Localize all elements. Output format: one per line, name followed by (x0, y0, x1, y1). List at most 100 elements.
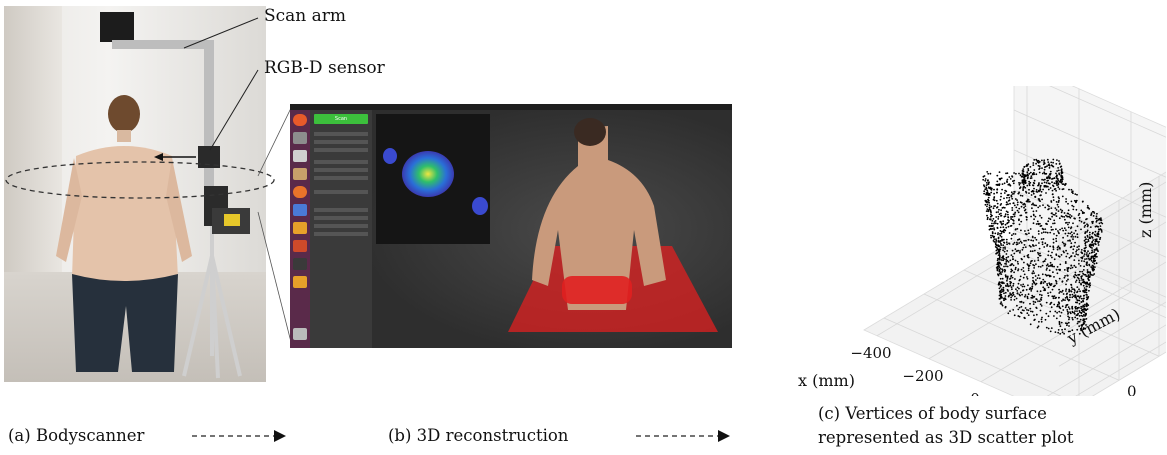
data-point (997, 211, 1000, 213)
data-point (990, 191, 993, 194)
data-point (1040, 238, 1043, 241)
data-point (1038, 247, 1041, 250)
data-point (1033, 272, 1035, 274)
data-point (1084, 242, 1087, 245)
data-point (1013, 215, 1016, 218)
data-point (1052, 222, 1054, 225)
data-point (1084, 224, 1087, 227)
data-point (996, 202, 999, 205)
data-point (1050, 283, 1053, 285)
data-point (983, 190, 986, 193)
data-point (1022, 183, 1025, 186)
data-point (1088, 231, 1091, 234)
data-point (1000, 203, 1003, 205)
data-point (1004, 291, 1007, 294)
data-point (1015, 206, 1018, 209)
data-point (1048, 205, 1050, 208)
data-point (999, 234, 1002, 237)
data-point (997, 254, 1000, 256)
data-point (1033, 245, 1035, 247)
data-point (1037, 251, 1039, 254)
data-point (1048, 164, 1051, 167)
data-point (1055, 163, 1058, 165)
data-point (1073, 288, 1075, 290)
data-point (1050, 207, 1053, 209)
data-point (1055, 253, 1058, 256)
data-point (1022, 283, 1025, 286)
data-point (1002, 220, 1005, 223)
data-point (1079, 265, 1082, 267)
data-point (1062, 293, 1065, 295)
data-point (1036, 161, 1039, 163)
data-point (1060, 165, 1063, 168)
data-point (1033, 173, 1036, 176)
data-point (1089, 272, 1092, 275)
data-point (1030, 215, 1032, 218)
data-point (1071, 266, 1074, 269)
data-point (1046, 263, 1049, 266)
data-point (1041, 264, 1044, 267)
data-point (990, 234, 992, 237)
data-point (1074, 271, 1077, 274)
data-point (1067, 239, 1069, 242)
data-point (1001, 304, 1004, 307)
data-point (1077, 277, 1080, 280)
data-point (1012, 293, 1015, 296)
data-point (1058, 305, 1061, 308)
data-point (1034, 236, 1036, 239)
data-point (1016, 292, 1019, 295)
data-point (998, 269, 1001, 272)
data-point (1005, 241, 1008, 244)
data-point (1043, 185, 1046, 188)
data-point (1022, 267, 1025, 269)
data-point (1048, 217, 1050, 220)
data-point (1074, 255, 1076, 258)
data-point (1091, 251, 1094, 254)
data-point (1049, 303, 1052, 305)
data-point (998, 208, 1000, 211)
data-point (1053, 177, 1056, 179)
scan-ring (5, 153, 275, 199)
data-point (1006, 275, 1009, 278)
data-point (1024, 246, 1027, 249)
data-point (1095, 262, 1098, 265)
data-point (1073, 264, 1076, 267)
data-point (1007, 213, 1009, 216)
data-point (1037, 222, 1040, 225)
setting-row (314, 232, 368, 236)
data-point (996, 261, 999, 264)
data-point (1093, 268, 1095, 271)
data-point (1059, 268, 1061, 271)
data-point (1004, 269, 1007, 272)
data-point (1032, 164, 1035, 166)
data-point (1052, 184, 1054, 187)
data-point (1026, 295, 1029, 298)
data-point (1020, 257, 1023, 260)
data-point (1014, 259, 1017, 262)
data-point (1029, 262, 1032, 265)
data-point (1045, 269, 1048, 271)
data-point (1001, 188, 1003, 191)
data-point (1074, 316, 1077, 319)
data-point (1013, 298, 1016, 301)
grid-line (1013, 109, 1166, 178)
data-point (1045, 222, 1048, 225)
scan-button[interactable]: Scan (314, 114, 368, 124)
data-point (1001, 238, 1003, 241)
data-point (999, 277, 1002, 280)
data-point (1063, 216, 1066, 218)
data-point (1047, 220, 1050, 223)
data-point (1000, 177, 1003, 180)
data-point (989, 209, 992, 211)
data-point (1030, 177, 1033, 179)
data-point (1004, 248, 1006, 250)
data-point (1050, 212, 1053, 215)
data-point (1051, 189, 1054, 192)
caption-b: (b) 3D reconstruction (388, 426, 569, 445)
data-point (1019, 174, 1022, 177)
data-point (1067, 278, 1069, 281)
data-point (1084, 315, 1086, 317)
data-point (995, 211, 998, 214)
data-point (1017, 315, 1020, 317)
data-point (1069, 294, 1071, 296)
